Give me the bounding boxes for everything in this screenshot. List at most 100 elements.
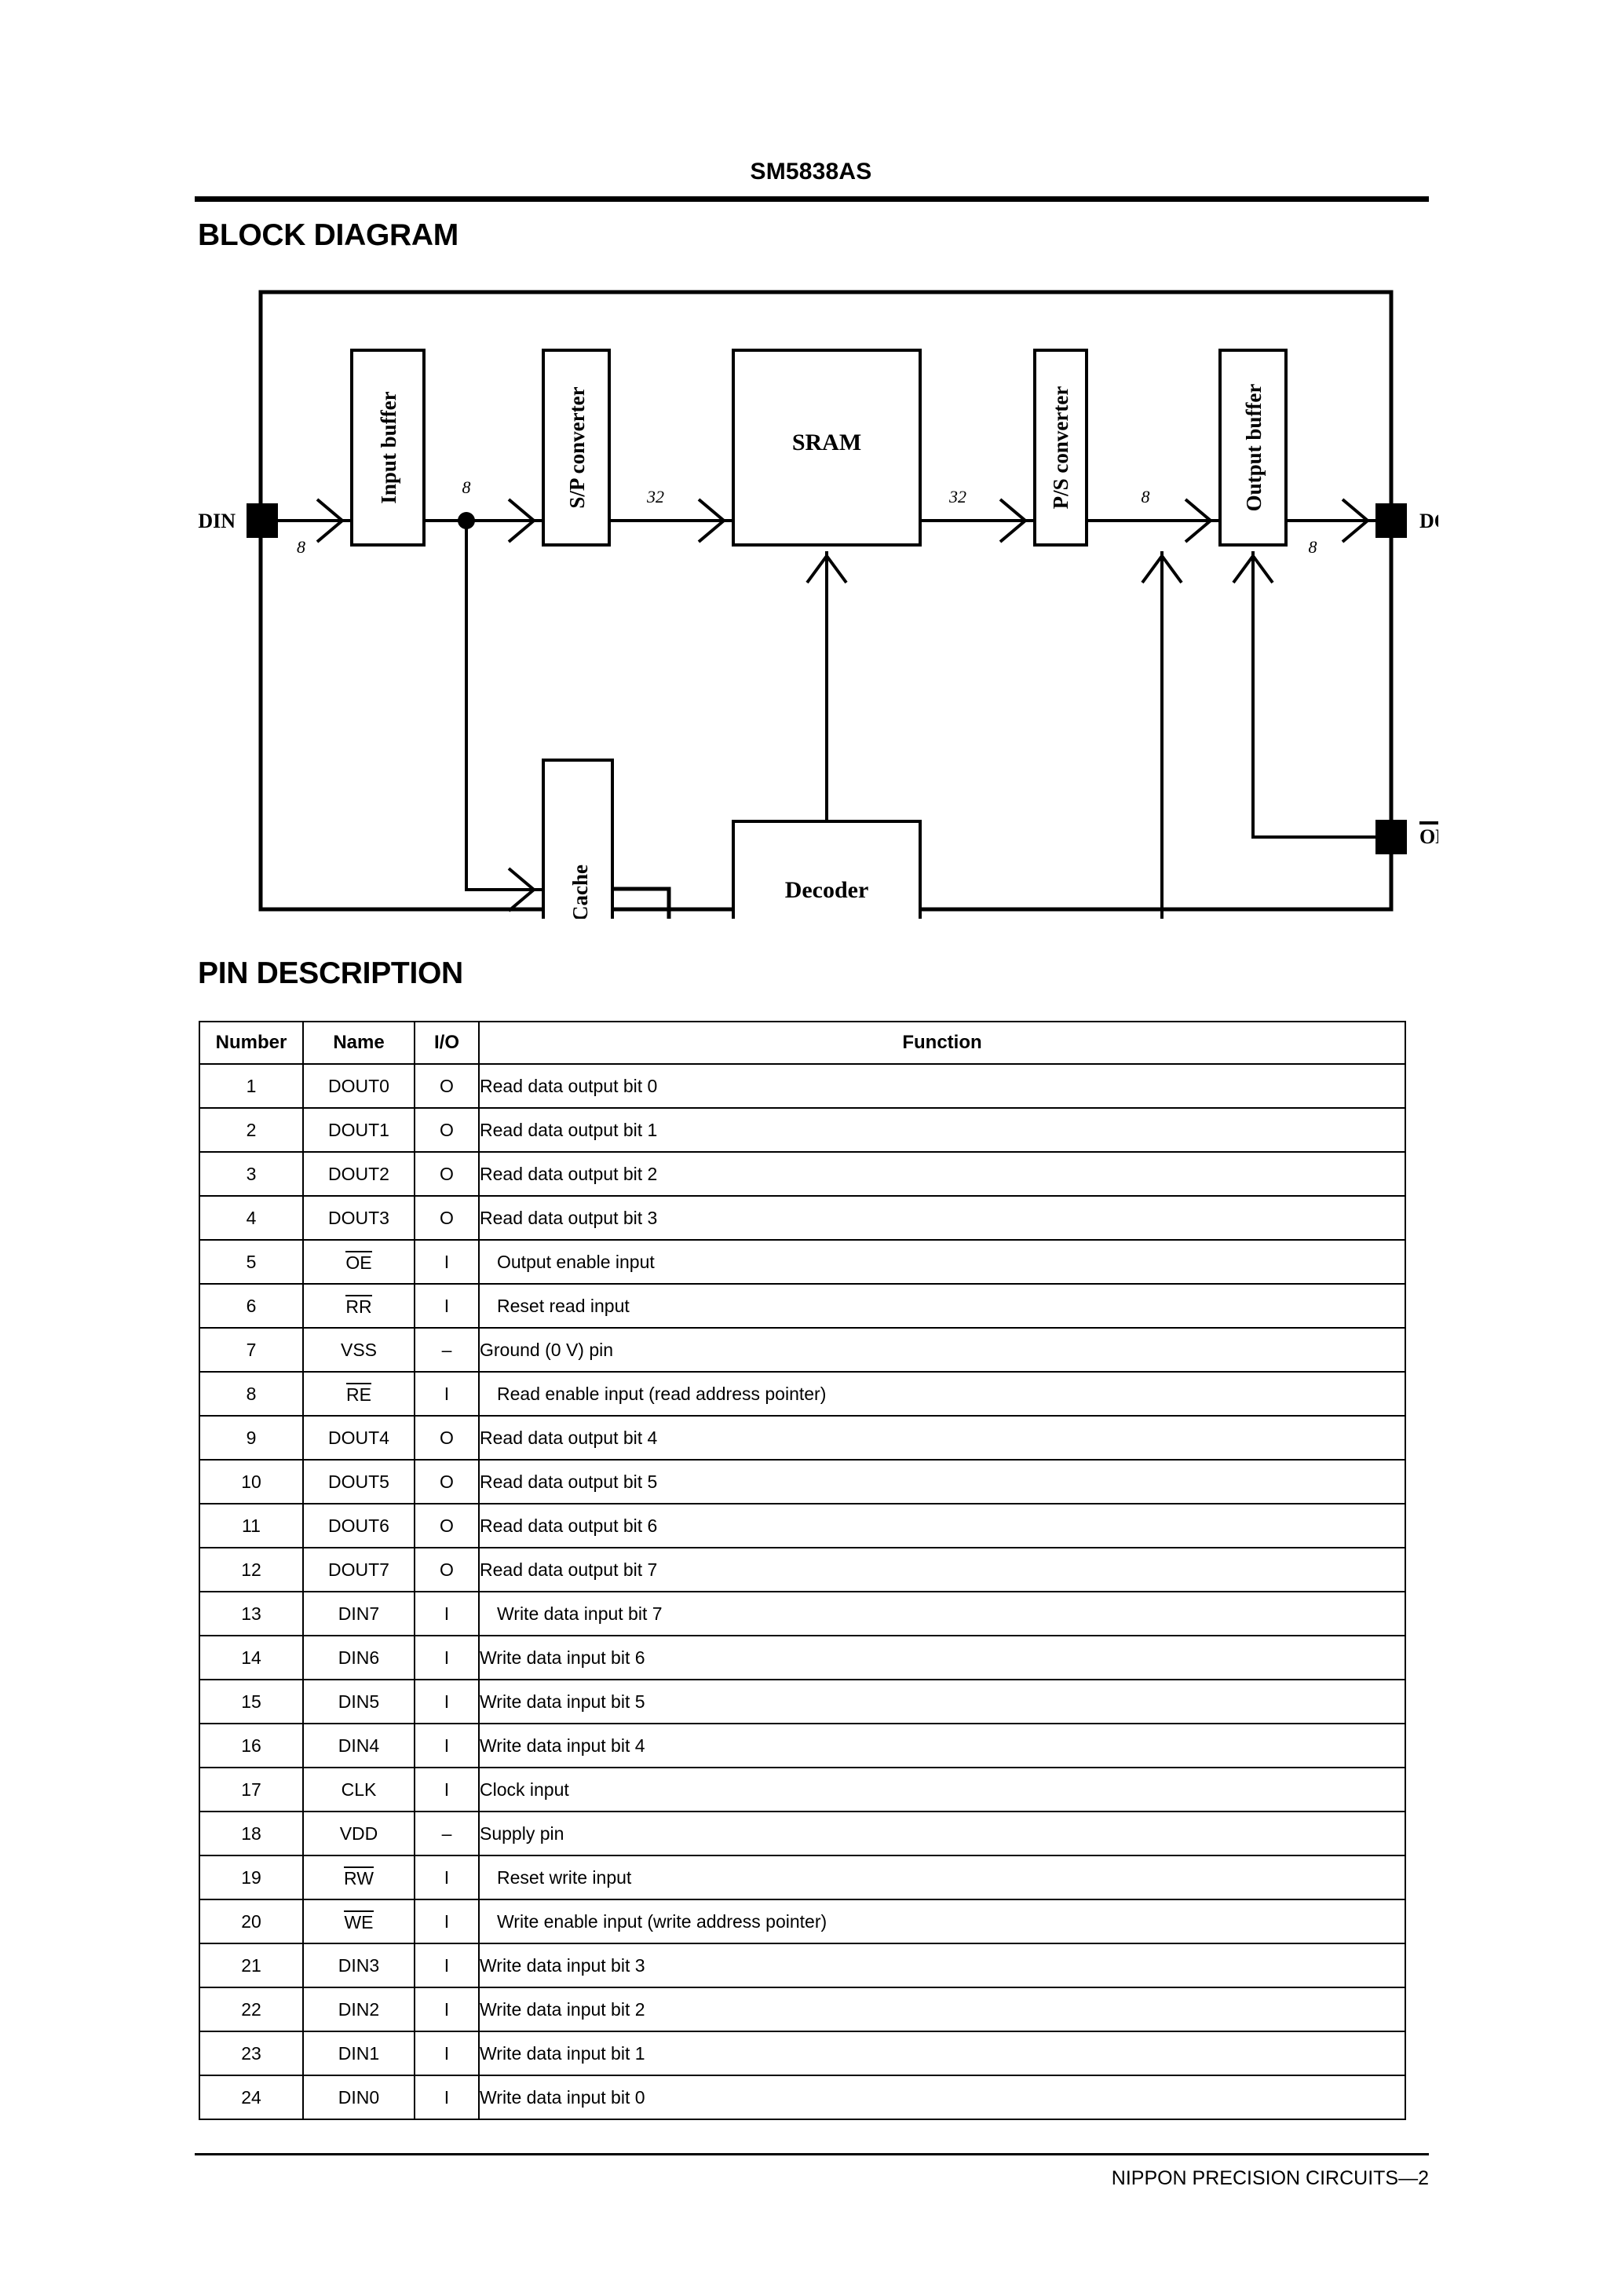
- cell-pin-name: DOUT5: [302, 1459, 415, 1504]
- cell-pin-number: 12: [199, 1547, 304, 1592]
- cell-pin-function: Reset read input: [478, 1283, 1406, 1329]
- cell-pin-number: 24: [199, 2075, 304, 2120]
- wire-sp-converter-to-sram: [609, 498, 733, 543]
- cell-pin-function: Read data output bit 6: [478, 1503, 1406, 1548]
- cell-pin-number: 22: [199, 1987, 304, 2032]
- table-header-row: Number Name I/O Function: [199, 1021, 1406, 1065]
- cell-pin-name: DIN6: [302, 1635, 415, 1680]
- block-decoder: [732, 820, 922, 919]
- cell-pin-io: O: [414, 1503, 480, 1548]
- cell-pin-io: I: [414, 1591, 480, 1636]
- cell-pin-io: I: [414, 1987, 480, 2032]
- block-input-buffer: [350, 349, 426, 547]
- cell-pin-function: Write data input bit 1: [478, 2031, 1406, 2076]
- cell-pin-function: Read data output bit 5: [478, 1459, 1406, 1504]
- block-sram: [732, 349, 922, 547]
- cell-pin-io: O: [414, 1547, 480, 1592]
- cell-pin-io: O: [414, 1195, 480, 1241]
- cell-pin-io: O: [414, 1107, 480, 1153]
- cell-pin-function: Reset write input: [478, 1855, 1406, 1900]
- cell-pin-function: Read data output bit 7: [478, 1547, 1406, 1592]
- wire-din-to-input-buffer: [276, 498, 352, 543]
- cell-pin-number: 4: [199, 1195, 304, 1241]
- cell-pin-number: 14: [199, 1635, 304, 1680]
- cell-pin-number: 9: [199, 1415, 304, 1461]
- cell-pin-io: I: [414, 1855, 480, 1900]
- cell-pin-number: 23: [199, 2031, 304, 2076]
- cell-pin-function: Read data output bit 4: [478, 1415, 1406, 1461]
- cell-pin-name: RE: [302, 1371, 415, 1417]
- cell-pin-function: Write data input bit 3: [478, 1943, 1406, 1988]
- overbar-label: WE: [344, 1910, 374, 1932]
- cell-pin-function: Write data input bit 7: [478, 1591, 1406, 1636]
- chip-boundary-outline: [258, 290, 1394, 912]
- cell-pin-function: Supply pin: [478, 1811, 1406, 1856]
- cell-pin-function: Write data input bit 4: [478, 1723, 1406, 1768]
- footer-text: NIPPON PRECISION CIRCUITS—2: [1111, 2167, 1429, 2189]
- cell-pin-name: RR: [302, 1283, 415, 1329]
- cell-pin-name: DOUT7: [302, 1547, 415, 1592]
- cell-pin-number: 15: [199, 1679, 304, 1724]
- svg-text:OE: OE: [1419, 825, 1438, 848]
- cell-pin-name: OE: [302, 1239, 415, 1285]
- cell-pin-function: Write data input bit 0: [478, 2075, 1406, 2120]
- cell-pin-name: DOUT1: [302, 1107, 415, 1153]
- cell-pin-name: DIN5: [302, 1679, 415, 1724]
- cell-pin-function: Read data output bit 1: [478, 1107, 1406, 1153]
- cell-pin-function: Read data output bit 2: [478, 1151, 1406, 1197]
- pin-label-oe: OE: [1419, 821, 1438, 848]
- cell-pin-name: DOUT4: [302, 1415, 415, 1461]
- pin-label-din: DIN: [198, 510, 236, 532]
- block-label-ps-converter: P/S converter: [1049, 386, 1072, 510]
- overbar-label: RR: [345, 1294, 372, 1317]
- block-diagram: .bx { fill:#fff; stroke:#000; stroke-wid…: [198, 283, 1438, 919]
- cell-pin-name: DIN2: [302, 1987, 415, 2032]
- cell-pin-io: I: [414, 1283, 480, 1329]
- pin-label-dout: DOUT: [1419, 510, 1438, 532]
- cell-pin-number: 19: [199, 1855, 304, 1900]
- cell-pin-io: I: [414, 1899, 480, 1944]
- section-title-pin-description: PIN DESCRIPTION: [198, 956, 463, 990]
- wire-bus-to-ps-converter: [1141, 551, 1183, 919]
- wire-input-buffer-to-sp-converter: [424, 498, 543, 543]
- cell-pin-io: –: [414, 1811, 480, 1856]
- block-label-cache: Cache: [568, 865, 592, 919]
- cell-pin-name: CLK: [302, 1767, 415, 1812]
- header-rule: [195, 196, 1429, 202]
- pin-pad-din: [247, 503, 278, 538]
- cell-pin-io: I: [414, 1371, 480, 1417]
- page-header-part-number: SM5838AS: [750, 159, 872, 185]
- cell-pin-io: I: [414, 2075, 480, 2120]
- cell-pin-name: DOUT0: [302, 1063, 415, 1109]
- cell-pin-number: 17: [199, 1767, 304, 1812]
- cell-pin-io: –: [414, 1327, 480, 1373]
- pin-pad-oe: [1375, 820, 1407, 854]
- cell-pin-io: I: [414, 1723, 480, 1768]
- cell-pin-io: I: [414, 1943, 480, 1988]
- block-label-decoder: Decoder: [785, 877, 869, 903]
- block-cache: [542, 759, 614, 919]
- cell-pin-name: DIN0: [302, 2075, 415, 2120]
- cell-pin-name: DIN1: [302, 2031, 415, 2076]
- block-label-sp-converter: S/P converter: [565, 386, 589, 508]
- cell-pin-io: I: [414, 1239, 480, 1285]
- wire-input-buffer-tap-to-cache: [465, 521, 543, 912]
